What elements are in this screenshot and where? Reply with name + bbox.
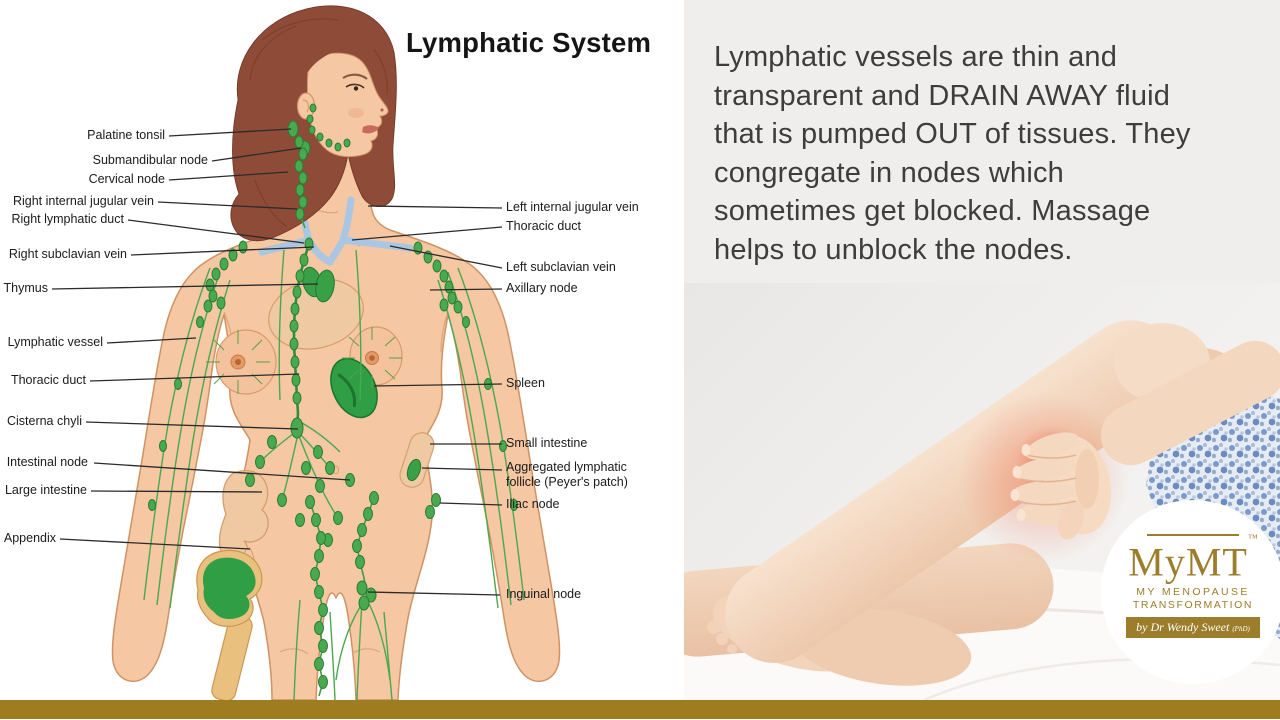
label-right-internal-jugular-vein: Right internal jugular vein	[12, 194, 154, 208]
body-line-1: Lymphatic vessels are thin and	[714, 41, 1118, 73]
eyebrow	[342, 73, 368, 80]
label-large-intestine: Large intestine	[4, 483, 87, 497]
logo-byline: by Dr Wendy Sweet	[1136, 619, 1230, 634]
logo-brand-text: MyMT	[1128, 539, 1248, 585]
label-appendix: Appendix	[3, 531, 56, 545]
body-line-4: congregate in nodes which	[714, 156, 1065, 189]
logo-brand: MyMT™	[1128, 533, 1257, 585]
body-figure	[111, 151, 561, 700]
logo-byline-banner: by Dr Wendy Sweet (PhD)	[1126, 617, 1260, 639]
logo-line1: MY MENOPAUSE	[1136, 586, 1250, 599]
eye	[345, 83, 365, 89]
label-small-intestine: Small intestine	[506, 436, 588, 450]
label-lymphatic-vessel: Lymphatic vessel	[7, 335, 103, 349]
trademark-symbol: ™	[1247, 533, 1258, 544]
label-thoracic-duct-right: Thoracic duct	[506, 219, 582, 233]
diagram-panel: Palatine tonsil Submandibular node Cervi…	[3, 5, 652, 700]
label-right-lymphatic-duct: Right lymphatic duct	[11, 212, 124, 226]
massage-photo: MyMT™ MY MENOPAUSE TRANSFORMATION by Dr …	[684, 283, 1280, 700]
label-submandibular-node: Submandibular node	[92, 153, 208, 167]
body-line-5: sometimes get blocked. Massage	[714, 195, 1151, 227]
label-inguinal-node: Inguinal node	[506, 587, 582, 601]
lymphatic-system-illustration	[51, 5, 561, 700]
label-left-subclavian-vein: Left subclavian vein	[506, 260, 616, 274]
label-peyers-patch: Aggregated lymphatic follicle (Peyer's p…	[506, 460, 628, 489]
body-line-3: that is pumped OUT of tissues. They	[714, 118, 1191, 150]
label-intestinal-node: Intestinal node	[6, 455, 88, 469]
label-cervical-node: Cervical node	[88, 172, 165, 186]
label-left-internal-jugular-vein: Left internal jugular vein	[506, 200, 639, 214]
peyers-patch	[406, 458, 422, 482]
breast-lymphatics	[206, 327, 402, 394]
label-palatine-tonsil: Palatine tonsil	[87, 128, 165, 142]
logo-line2: TRANSFORMATION	[1132, 599, 1254, 612]
body-text-block: Lymphatic vessels are thin and transpare…	[684, 0, 1280, 283]
page-title: Lymphatic System	[406, 27, 652, 58]
lips	[362, 125, 379, 134]
head	[230, 5, 397, 242]
label-thoracic-duct-left: Thoracic duct	[10, 373, 86, 387]
label-spleen: Spleen	[506, 376, 545, 390]
forearm	[1100, 340, 1280, 466]
spleen	[330, 357, 378, 419]
lymphatic-network	[143, 103, 525, 700]
body-line-6: helps to unblock the nodes.	[714, 233, 1073, 266]
hand	[1010, 432, 1111, 540]
femur	[196, 549, 263, 700]
bottom-accent-bar	[0, 700, 1280, 719]
label-cisterna-chyli: Cisterna chyli	[6, 414, 82, 428]
logo-byline-note: (PhD)	[1232, 624, 1250, 633]
logo-rule	[1147, 534, 1239, 536]
bangs	[303, 24, 390, 72]
label-iliac-node: Iliac node	[506, 497, 560, 511]
label-axillary-node: Axillary node	[506, 281, 578, 295]
leader-lines	[51, 128, 503, 596]
mymt-logo: MyMT™ MY MENOPAUSE TRANSFORMATION by Dr …	[1101, 500, 1280, 684]
label-thymus: Thymus	[3, 281, 48, 295]
content-panel: Lymphatic vessels are thin and transpare…	[684, 0, 1280, 700]
body-line-2: transparent and DRAIN AWAY fluid	[714, 79, 1171, 112]
label-right-subclavian-vein: Right subclavian vein	[8, 247, 127, 261]
